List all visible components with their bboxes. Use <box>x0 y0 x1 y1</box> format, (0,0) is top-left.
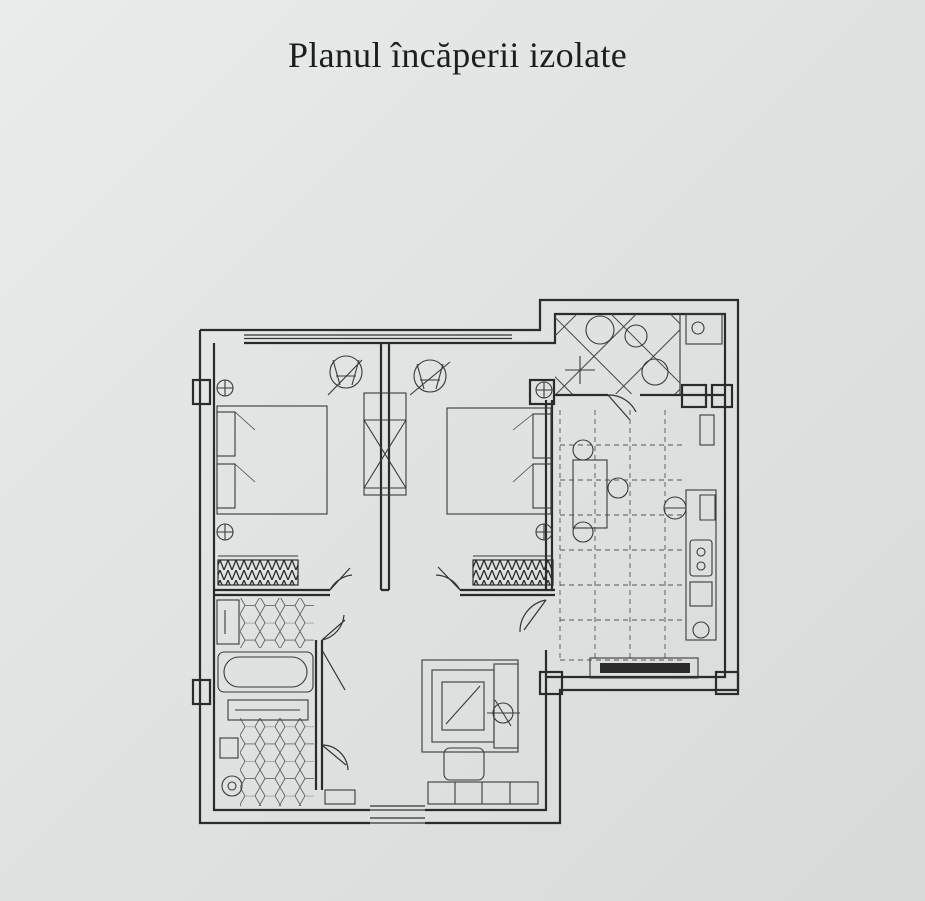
armchair-icon-left <box>327 355 363 396</box>
bathroom <box>216 598 314 806</box>
doors <box>321 394 637 771</box>
desk-chair-icon <box>487 699 520 727</box>
bathroom-top <box>555 313 723 395</box>
bedroom-right <box>409 359 554 586</box>
exterior-walls <box>191 298 740 825</box>
armchair-icon-right <box>409 359 451 396</box>
bedroom-left <box>216 355 363 586</box>
kitchen <box>559 410 717 679</box>
page-title: Planul încăperii izolate <box>287 35 628 75</box>
living-area <box>324 659 539 805</box>
kitchen-chair-icon <box>663 494 716 521</box>
wardrobe <box>363 392 407 496</box>
